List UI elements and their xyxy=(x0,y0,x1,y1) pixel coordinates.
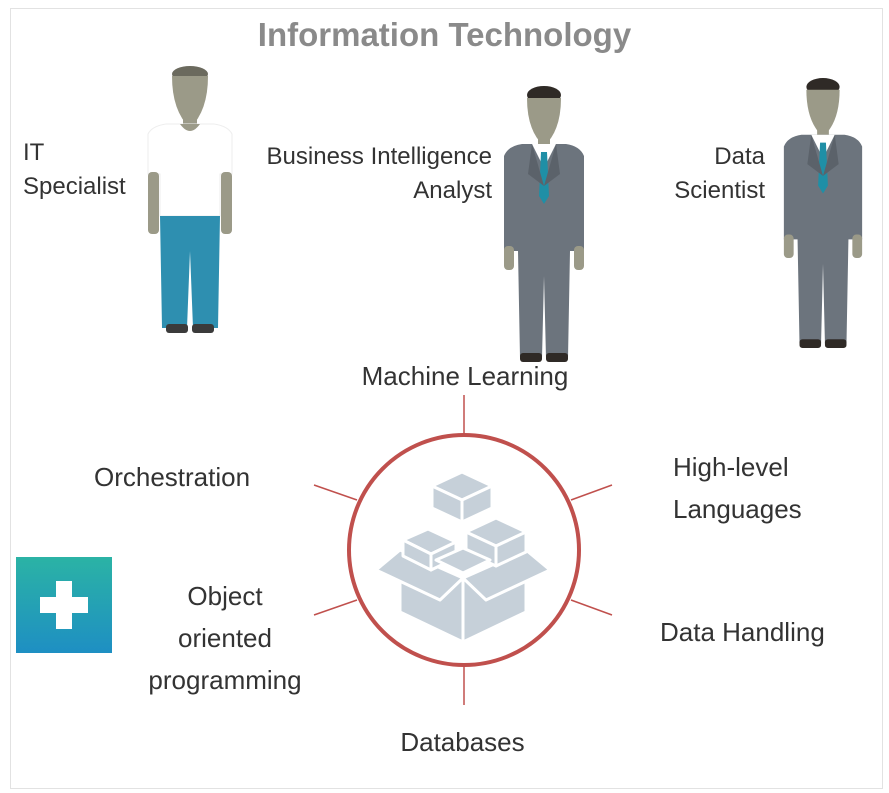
role-label-data-scientist: Data Scientist xyxy=(674,143,765,204)
spoke-lower-left xyxy=(313,599,358,616)
stacked-boxes-icon xyxy=(374,470,552,644)
topic-databases: Databases xyxy=(400,727,525,757)
spoke-lower-right xyxy=(570,599,613,616)
role-label-it-specialist: IT Specialist xyxy=(23,139,126,200)
suited-person-icon xyxy=(783,78,863,349)
role-label-bi-analyst: Business Intelligence Analyst xyxy=(266,143,492,204)
topic-high-level-languages: High-level Languages xyxy=(673,452,802,524)
page-title: Information Technology xyxy=(257,16,632,53)
spoke-upper-right xyxy=(570,484,613,501)
suited-person-icon xyxy=(504,86,584,362)
topic-orchestration: Orchestration xyxy=(94,462,251,492)
topic-data-handling: Data Handling xyxy=(660,617,825,647)
topic-object-oriented-programming: Object oriented programming xyxy=(148,581,302,695)
spoke-upper-left xyxy=(313,484,358,501)
casual-person-icon xyxy=(147,66,233,333)
topic-machine-learning: Machine Learning xyxy=(361,361,569,391)
hub-diagram xyxy=(313,395,613,705)
plus-icon[interactable] xyxy=(16,557,112,653)
frame-border xyxy=(10,8,883,789)
